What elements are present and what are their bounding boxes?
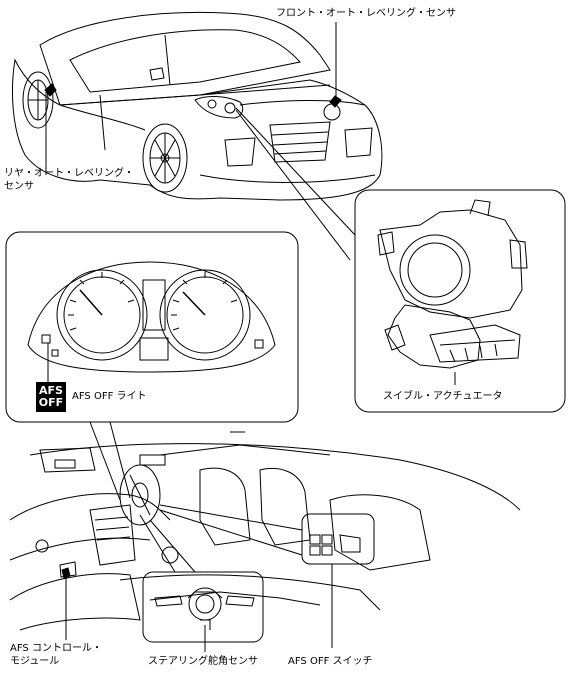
switch-box [159,504,375,648]
afs-off-badge-line1: AFS [39,384,63,397]
label-swivel-actuator: スイブル・アクチュエータ [383,391,503,402]
label-afs-off-switch: AFS OFF スイッチ [288,656,373,667]
label-rear-sensor-line2: センサ [4,181,34,192]
actuator-callout [235,107,356,261]
afs-off-badge-line2: OFF [38,396,64,409]
steering-sensor-box [139,514,264,652]
label-rear-sensor-line1: リヤ・オート・レベリング・ [4,168,134,179]
label-steering-sensor: ステアリング舵角センサ [148,656,258,667]
label-afs-module-line2: モジュール [10,656,60,667]
meter-box [5,231,299,423]
meter-callout [89,421,131,501]
label-afs-off-light: AFS OFF ライト [72,391,147,402]
module-leader [61,567,71,640]
label-front-sensor: フロント・オート・レベリング・センサ [276,8,456,19]
label-afs-module-line1: AFS コントロール・ [10,643,102,654]
car-exterior [11,12,383,201]
afs-off-badge-icon: AFS OFF [36,382,66,412]
actuator-box [354,189,566,413]
interior [9,431,521,631]
